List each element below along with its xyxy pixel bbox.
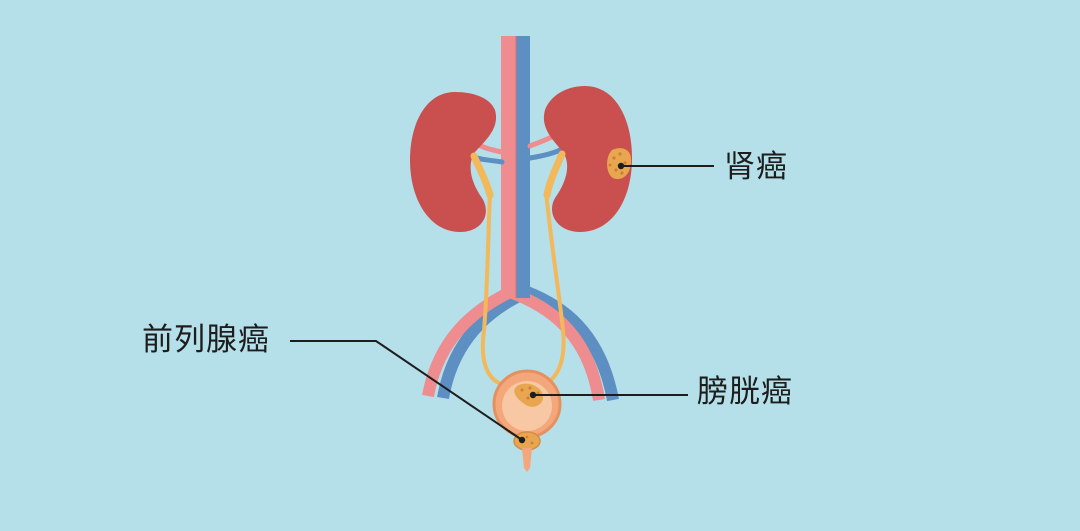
prostate xyxy=(513,431,541,451)
bladder-tumor-spots xyxy=(520,386,540,400)
urethra xyxy=(522,448,532,472)
right-kidney xyxy=(543,86,632,232)
left-kidney xyxy=(410,92,497,232)
vena-cava xyxy=(516,36,530,298)
prostate-leader-line xyxy=(290,340,523,441)
leader-lines xyxy=(290,165,714,441)
leader-dots xyxy=(518,162,625,444)
right-renal-pelvis xyxy=(543,150,566,199)
prostate-cancer-label: 前列腺癌 xyxy=(142,322,270,358)
kidney-cancer-label: 肾癌 xyxy=(724,149,788,185)
ureters xyxy=(480,190,566,387)
bladder-cancer-label: 膀胱癌 xyxy=(697,374,793,410)
aorta xyxy=(501,36,516,298)
kidney-tumor-spots xyxy=(608,152,627,175)
